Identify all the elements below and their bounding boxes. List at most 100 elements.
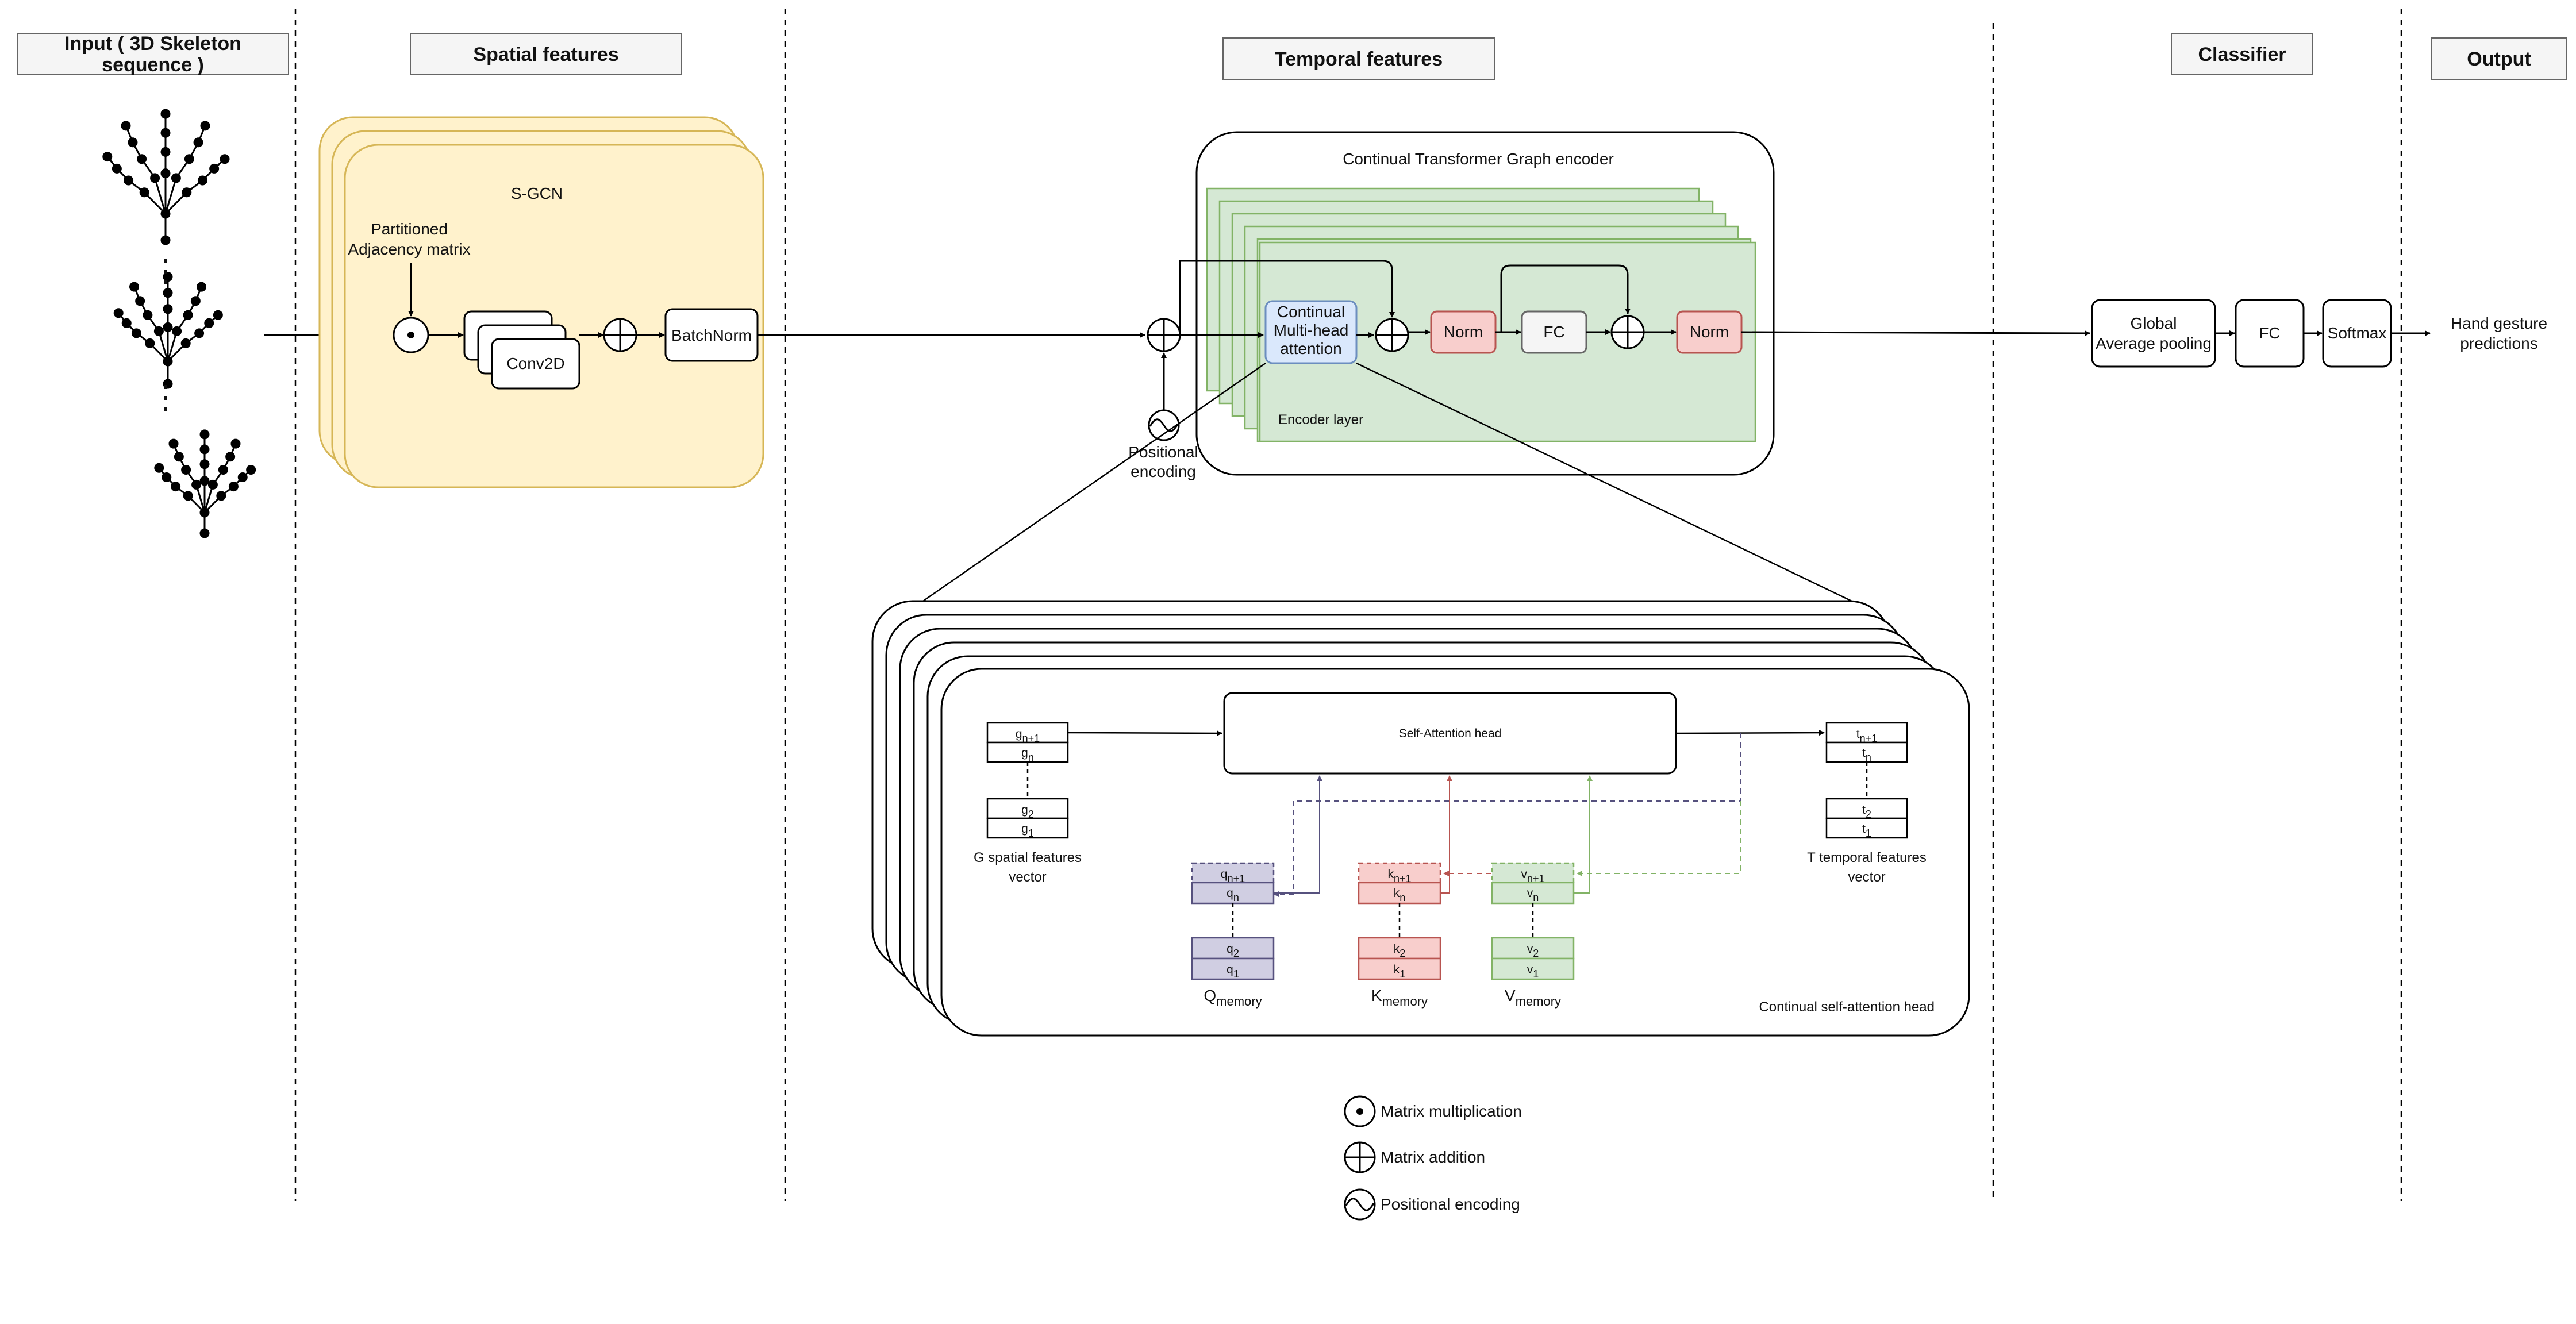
k-bottom: k1: [1394, 963, 1406, 980]
gap-line1: Global: [2131, 314, 2177, 332]
hand-skeleton-icon: [113, 272, 223, 389]
classifier-fc-block: FC: [2235, 299, 2305, 368]
softmax-block: Softmax: [2322, 299, 2392, 368]
hand-skeleton-icon: [102, 109, 230, 245]
legend-addition-label: Matrix addition: [1381, 1148, 1485, 1166]
g-bottom: g1: [1021, 822, 1034, 839]
head-title: Continual self-attention head: [1759, 999, 1935, 1015]
fc-block-encoder: FC: [1521, 310, 1587, 354]
header-spatial-label: Spatial features: [473, 44, 618, 66]
v-top: vn+1: [1521, 868, 1544, 884]
v-bottom: v1: [1527, 963, 1539, 980]
positional-encoding-line2: encoding: [1131, 463, 1196, 480]
v-second: vn: [1527, 887, 1539, 903]
global-average-pooling-block: Global Average pooling: [2091, 299, 2216, 368]
conv2d-label: Conv2D: [506, 355, 564, 372]
t-temporal-line1: T temporal features: [1807, 850, 1927, 865]
g-top: gn+1: [1016, 728, 1040, 744]
g-second: gn: [1021, 746, 1034, 763]
norm1-label: Norm: [1444, 323, 1483, 341]
q-third: q2: [1227, 942, 1239, 959]
encoder-layer-label: Encoder layer: [1278, 412, 1363, 428]
legend-addition-icon: [1344, 1141, 1376, 1173]
norm2-label: Norm: [1690, 323, 1729, 341]
k-memory-stack: kn+1 kn k2 k1 Kmemory: [1358, 862, 1441, 1009]
sgcn-block: S-GCN Partitioned Adjacency matrix Conv2…: [318, 116, 764, 488]
t-bottom: t1: [1862, 822, 1871, 839]
attention-line2: Multi-head: [1274, 321, 1349, 339]
header-input-line2: sequence ): [102, 54, 204, 76]
k-third: k2: [1394, 942, 1406, 959]
input-ellipsis-1: ⋮: [149, 252, 182, 288]
softmax-label: Softmax: [2328, 324, 2387, 342]
input-addition-icon: [1147, 318, 1181, 352]
t-third: t2: [1862, 803, 1871, 820]
batchnorm-label: BatchNorm: [671, 326, 752, 344]
norm-block-1: Norm: [1430, 310, 1497, 354]
attention-line3: attention: [1280, 340, 1341, 357]
adjacency-label-line2: Adjacency matrix: [348, 240, 470, 258]
positional-encoding-line1: Positional: [1128, 443, 1198, 461]
q-bottom: q1: [1227, 963, 1239, 980]
sgcn-title: S-GCN: [511, 184, 563, 202]
t-top: tn+1: [1856, 728, 1877, 744]
classifier-fc-label: FC: [2259, 324, 2280, 342]
header-temporal: Temporal features: [1222, 37, 1495, 80]
g-stack: gn+1 gn g2 g1 G spatial features vector: [974, 722, 1082, 885]
legend-multiplication-label: Matrix multiplication: [1381, 1102, 1522, 1120]
legend: Matrix multiplication Matrix addition Po…: [1344, 1095, 1522, 1221]
header-input: Input ( 3D Skeleton sequence ): [17, 33, 289, 76]
header-classifier: Classifier: [2171, 33, 2313, 75]
zoom-line-right: [1356, 362, 1855, 603]
encoder-to-classifier-arrow: [1741, 330, 2090, 336]
attention-line1: Continual: [1277, 303, 1345, 321]
residual-addition-icon-1: [1375, 318, 1409, 352]
matrix-addition-icon: [603, 318, 637, 352]
g-spatial-line2: vector: [1009, 869, 1046, 885]
q-memory-label: Qmemory: [1204, 987, 1262, 1009]
t-stack: tn+1 tn t2 t1 T temporal features vector: [1807, 722, 1927, 885]
hand-skeleton-icon: [154, 429, 256, 538]
v-memory-label: Vmemory: [1505, 987, 1561, 1009]
encoder-fc-label: FC: [1543, 323, 1564, 341]
k-top: kn+1: [1387, 868, 1411, 884]
legend-positional-icon: [1344, 1188, 1376, 1221]
header-spatial: Spatial features: [410, 33, 682, 75]
zoom-line-left: [922, 362, 1266, 602]
output-label-line2: predictions: [2460, 334, 2537, 352]
legend-multiplication-icon: [1344, 1095, 1376, 1127]
section-dividers: [294, 9, 2402, 1201]
residual-addition-icon-2: [1610, 315, 1645, 349]
q-memory-stack: qn+1 qn q2 q1 Qmemory: [1191, 862, 1275, 1009]
v-memory-stack: vn+1 vn v2 v1 Vmemory: [1491, 862, 1575, 1009]
t-second: tn: [1862, 746, 1871, 763]
norm-block-2: Norm: [1676, 310, 1743, 354]
q-top: qn+1: [1221, 868, 1245, 884]
header-input-line1: Input ( 3D Skeleton: [64, 33, 241, 55]
input-skeleton-sequence: [102, 109, 256, 538]
gap-line2: Average pooling: [2096, 334, 2212, 352]
header-output-label: Output: [2467, 48, 2531, 70]
legend-positional-label: Positional encoding: [1381, 1195, 1520, 1213]
t-temporal-line2: vector: [1848, 869, 1885, 885]
matrix-multiplication-icon: [393, 317, 429, 353]
k-second: kn: [1394, 887, 1406, 903]
output-label-line1: Hand gesture: [2451, 314, 2547, 332]
self-attention-head-stack: Continual self-attention head Self-Atten…: [871, 600, 1970, 1037]
adjacency-label-line1: Partitioned: [371, 220, 448, 238]
encoder-title: Continual Transformer Graph encoder: [1343, 150, 1614, 168]
g-spatial-line1: G spatial features: [974, 850, 1082, 865]
input-ellipsis-2: ⋮: [149, 379, 182, 415]
header-output: Output: [2431, 37, 2567, 80]
k-memory-label: Kmemory: [1371, 987, 1428, 1009]
g-third: g2: [1021, 803, 1034, 820]
continual-multi-head-attention-block: Continual Multi-head attention: [1264, 300, 1358, 364]
self-attention-label: Self-Attention head: [1399, 727, 1502, 740]
header-classifier-label: Classifier: [2198, 44, 2286, 66]
positional-encoding-icon: [1148, 409, 1180, 441]
header-temporal-label: Temporal features: [1275, 48, 1443, 70]
q-second: qn: [1227, 887, 1239, 903]
v-third: v2: [1527, 942, 1539, 959]
